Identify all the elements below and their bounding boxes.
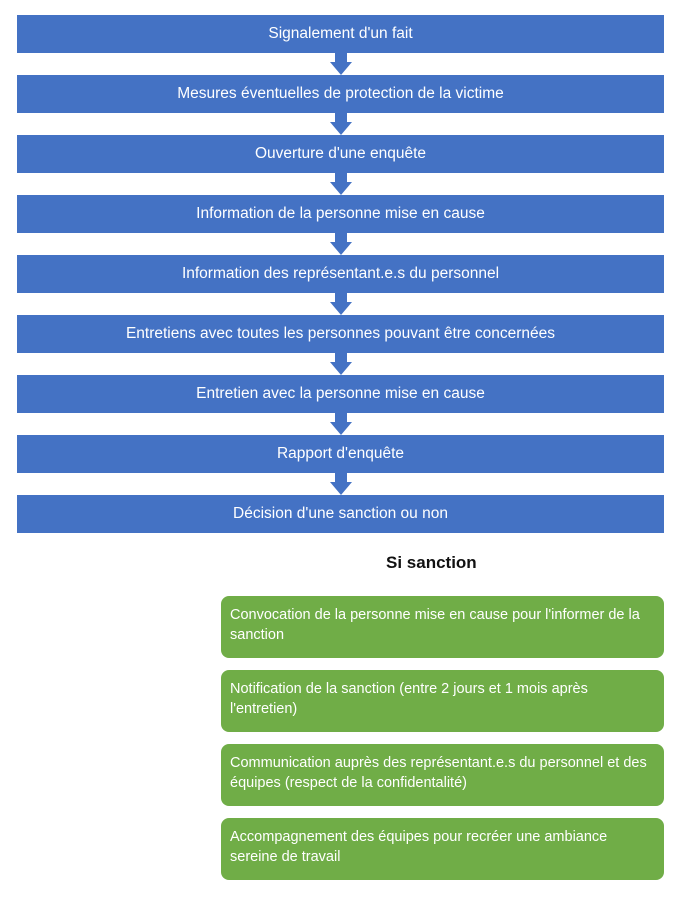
step-label: Ouverture d'une enquête [255,145,426,162]
step-entretien-personne-mise-en-cause: Entretien avec la personne mise en cause [17,375,664,435]
sanction-step-label: Notification de la sanction (entre 2 jou… [230,681,588,717]
step-label: Mesures éventuelles de protection de la … [177,85,504,102]
down-arrow-icon [329,109,352,135]
sanction-steps: Convocation de la personne mise en cause… [221,596,664,880]
sanction-step-convocation: Convocation de la personne mise en cause… [221,596,664,658]
down-arrow-icon [329,49,352,75]
step-decision-sanction: Décision d'une sanction ou non [17,495,664,533]
step-label: Rapport d'enquête [276,445,405,462]
down-arrow-icon [329,229,352,255]
step-signalement: Signalement d'un fait [17,15,664,75]
down-arrow-icon [329,469,352,495]
sanction-step-accompagnement: Accompagnement des équipes pour recréer … [221,818,664,880]
step-label: Décision d'une sanction ou non [233,505,448,522]
step-label: Entretien avec la personne mise en cause [196,385,485,402]
step-label: Information des représentant.e.s du pers… [181,265,500,282]
step-label: Entretiens avec toutes les personnes pou… [125,325,556,342]
step-information-representants: Information des représentant.e.s du pers… [17,255,664,315]
branch-title: Si sanction [386,553,477,572]
down-arrow-icon [329,289,352,315]
process-flow: Signalement d'un fait Mesures éventuelle… [17,15,664,533]
step-entretiens-personnes: Entretiens avec toutes les personnes pou… [17,315,664,375]
down-arrow-icon [329,349,352,375]
sanction-step-label: Communication auprès des représentant.e.… [230,755,647,791]
sanction-step-label: Convocation de la personne mise en cause… [230,607,640,643]
sanction-step-label: Accompagnement des équipes pour recréer … [230,829,608,865]
down-arrow-icon [329,169,352,195]
sanction-step-notification: Notification de la sanction (entre 2 jou… [221,670,664,732]
step-mesures-protection: Mesures éventuelles de protection de la … [17,75,664,135]
step-rapport-enquete: Rapport d'enquête [17,435,664,495]
down-arrow-icon [329,409,352,435]
step-information-personne: Information de la personne mise en cause [17,195,664,255]
step-label: Information de la personne mise en cause [196,205,485,222]
step-ouverture-enquete: Ouverture d'une enquête [17,135,664,195]
sanction-step-communication: Communication auprès des représentant.e.… [221,744,664,806]
step-label: Signalement d'un fait [268,25,413,42]
